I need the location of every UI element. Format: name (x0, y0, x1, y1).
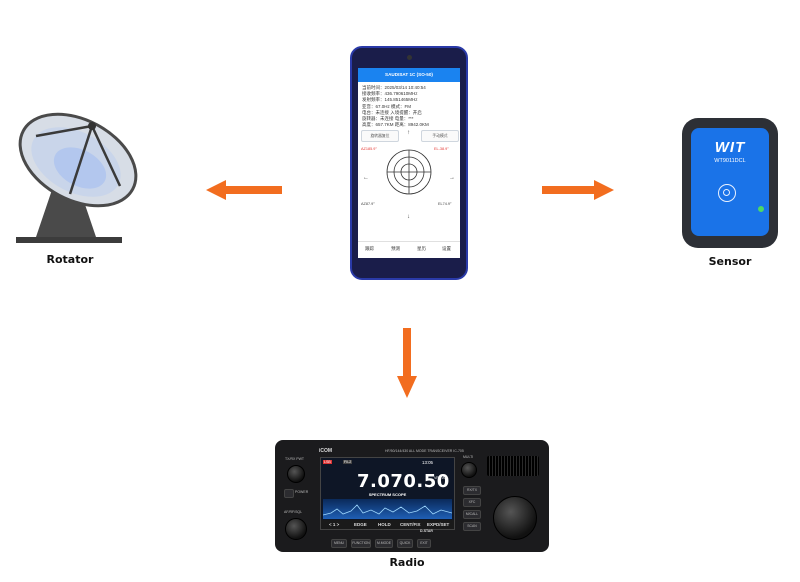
multi-knob[interactable] (461, 462, 477, 478)
phone-camera (407, 55, 412, 60)
sensor-device: WIT WT9011DCL (682, 118, 778, 248)
az-target: AZ185.9° (361, 147, 377, 151)
vfo-label: VFO A (434, 476, 445, 480)
smartphone: SAUDISAT 1C (SO-50) 当前时间：2025/03/14 10:4… (350, 46, 468, 280)
right-arrow-button[interactable]: → (449, 175, 455, 181)
tab-settings[interactable]: 设置 (442, 246, 451, 251)
dstar-label: D-STAR (420, 529, 433, 533)
tab-predict[interactable]: 预测 (391, 246, 400, 251)
rotator-label: Rotator (46, 253, 94, 266)
display-menu-row: < 1 > EDGE HOLD CENT/FIX EXPD/SET (321, 520, 454, 529)
el-current: EL74.9° (438, 202, 452, 206)
menu-button[interactable]: MENU (331, 539, 347, 548)
info-line: 亚音：67.0Hz 模式：FM (362, 103, 412, 109)
radio-model: HF/50/144/430 ALL MODE TRANSCEIVER IC-70… (385, 449, 464, 453)
tab-ephemeris[interactable]: 星历 (417, 246, 426, 251)
sensor-brand-logo: WIT (714, 139, 746, 156)
knob-label-multi: MULTI (463, 455, 474, 459)
arrow-down-icon (397, 328, 417, 398)
info-line: 旋转器：未连接 电量：*** (362, 116, 414, 122)
knob-label-power: TX/RX PWT (285, 457, 305, 461)
tx-rx-knob[interactable] (287, 465, 305, 483)
radio-transceiver: iCOM HF/50/144/430 ALL MODE TRANSCEIVER … (275, 440, 549, 552)
info-line: 电台：未连接 入境提醒：开启 (362, 109, 422, 115)
arrow-to-radio (397, 328, 417, 398)
info-line: 当前时间：2025/03/14 10:40:54 (362, 85, 426, 90)
arrow-right-icon (542, 180, 614, 200)
sensor-power-button[interactable] (718, 184, 736, 202)
rotator-device (0, 108, 150, 248)
spectrum-waveform (322, 504, 453, 516)
function-button[interactable]: FUNCTION (351, 539, 371, 548)
filter-badge: FIL2 (343, 460, 353, 464)
quick-button[interactable]: QUICK (397, 539, 413, 548)
knob-label-pwr: POWER (295, 490, 309, 494)
app-title: SAUDISAT 1C (SO-50) (358, 68, 460, 82)
info-line: 高度：657.7KM 距离：8942.0KM (362, 122, 429, 128)
arrow-to-rotator (206, 180, 282, 200)
info-line: 接收频率：436.790610MHz (362, 91, 418, 97)
af-rf-knob[interactable] (285, 518, 307, 540)
arrow-left-icon (206, 180, 282, 200)
side-button-rxtx[interactable]: RX/TX (463, 486, 481, 495)
radio-brand: iCOM (319, 448, 333, 454)
side-button-xfc[interactable]: XFC (463, 498, 481, 507)
spectrum-scope-title: SPECTRUM SCOPE (368, 492, 407, 497)
frequency-readout: 7.070.50 (357, 471, 450, 492)
menu-edge[interactable]: EDGE (354, 522, 367, 527)
tab-track[interactable]: 跟踪 (365, 246, 374, 251)
sensor-label: Sensor (708, 255, 752, 268)
mmode-button[interactable]: M.MODE (375, 539, 393, 548)
arrow-to-sensor (542, 180, 614, 200)
satellite-dish-icon (16, 112, 138, 243)
radio-display: LSB FIL2 VFO A 13:05 7.070.50 SPECTRUM S… (320, 457, 455, 530)
side-button-mcall[interactable]: M/CALL (463, 510, 481, 519)
left-arrow-button[interactable]: ← (363, 175, 369, 181)
phone-screen: SAUDISAT 1C (SO-50) 当前时间：2025/03/14 10:4… (358, 68, 460, 258)
bottom-tab-bar: 跟踪 预测 星历 设置 (358, 241, 460, 258)
el-target: EL-38.9° (434, 147, 449, 151)
satellite-info: 当前时间：2025/03/14 10:40:54 接收频率：436.790610… (358, 82, 460, 131)
clock: 13:05 (422, 460, 433, 465)
az-current: AZ87.9° (361, 202, 375, 206)
mode-badge: LSB (323, 460, 332, 464)
info-line: 发射频率：145.851465MHz (362, 97, 418, 103)
menu-page[interactable]: < 1 > (329, 522, 340, 527)
radar-polar-plot (386, 149, 432, 195)
up-arrow-button[interactable]: ↑ (407, 130, 410, 136)
manual-mode-button[interactable]: 手动模式 (421, 130, 459, 142)
exit-button[interactable]: EXIT (417, 539, 431, 548)
menu-cent-fix[interactable]: CENT/FIX (400, 522, 421, 527)
sensor-face: WIT WT9011DCL (691, 128, 769, 236)
speaker-grill (487, 456, 539, 476)
down-arrow-button[interactable]: ↓ (407, 214, 410, 220)
spectrum-scope (322, 499, 453, 519)
knob-label-af: AF/RF/SQL (284, 510, 303, 514)
rotator-reset-button[interactable]: 旋转器复位 (361, 130, 399, 142)
power-button[interactable] (284, 489, 294, 498)
side-button-scan[interactable]: SCAN (463, 522, 481, 531)
menu-expd-set[interactable]: EXPD/SET (427, 522, 450, 527)
main-dial[interactable] (493, 496, 537, 540)
radio-label: Radio (389, 556, 425, 569)
sensor-led-icon (758, 206, 764, 212)
menu-hold[interactable]: HOLD (378, 522, 391, 527)
sensor-model: WT9011DCL (714, 158, 746, 164)
